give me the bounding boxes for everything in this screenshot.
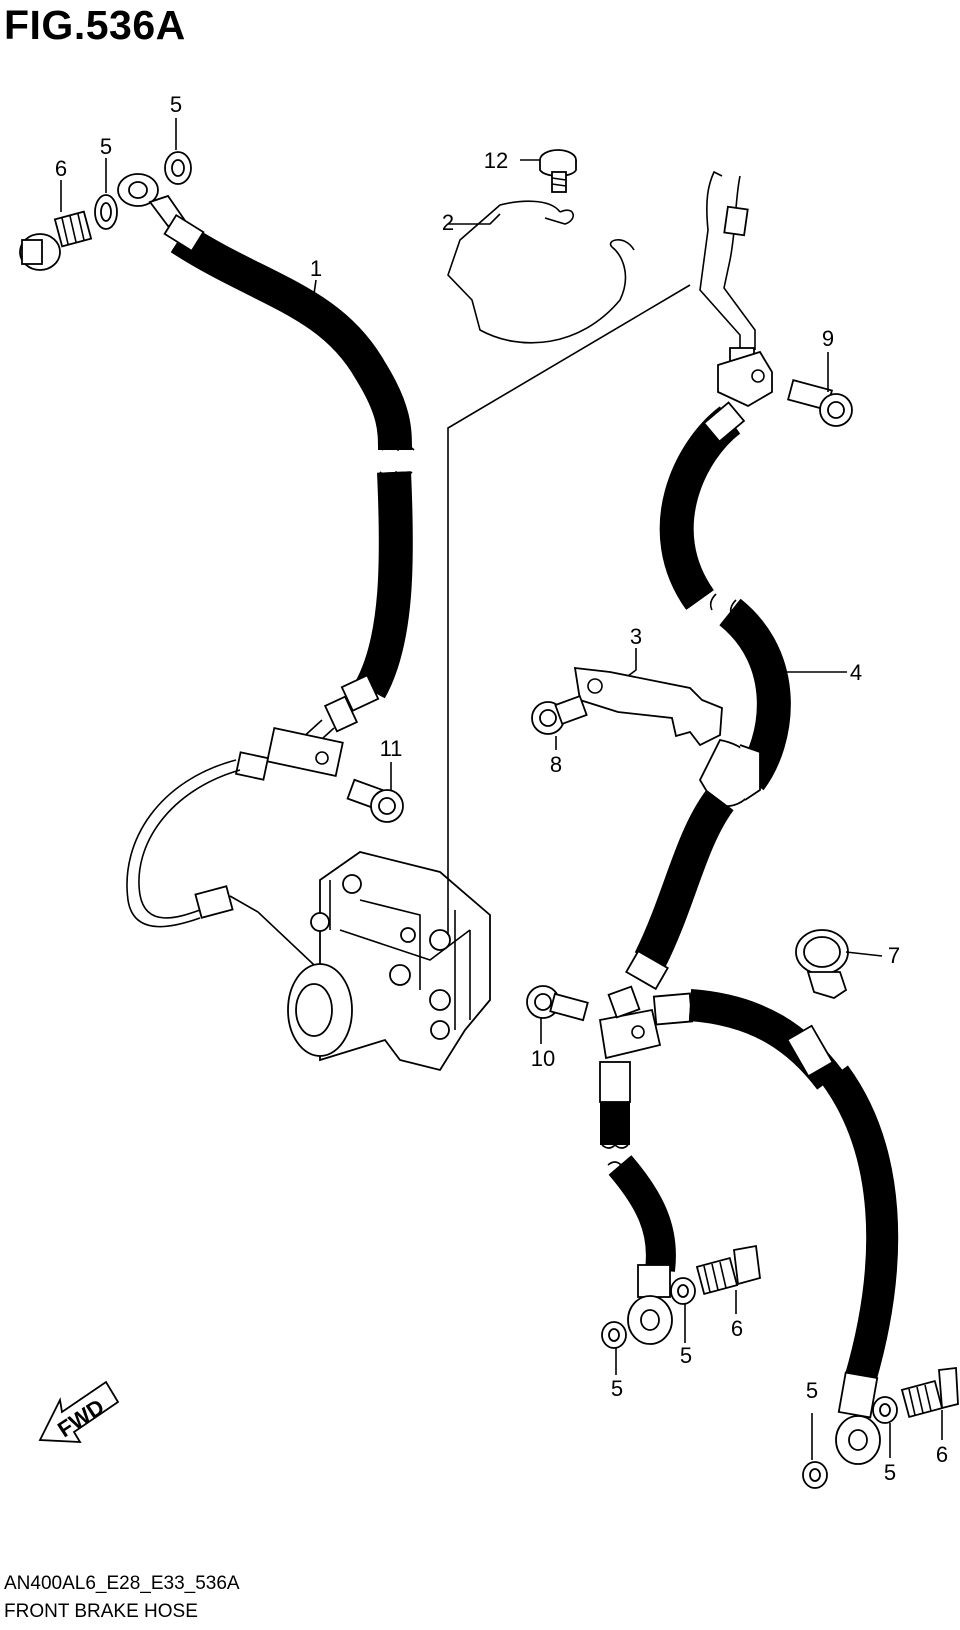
washer-5c [670, 1277, 696, 1305]
washer-5e [872, 1396, 898, 1424]
callout-8: 8 [550, 752, 562, 777]
clip-7 [795, 929, 849, 999]
callout-2: 2 [442, 210, 454, 235]
bracket-3 [573, 666, 723, 747]
washer-5a [94, 194, 118, 230]
callout-12: 12 [484, 148, 508, 173]
callout-5-top-right: 5 [170, 92, 182, 117]
washer-5b [164, 151, 192, 185]
union-bolt-6c [900, 1366, 959, 1419]
bolt-8 [531, 695, 588, 735]
callout-10: 10 [531, 1046, 555, 1071]
callout-5-bottom-right: 5 [884, 1460, 896, 1485]
callout-1: 1 [310, 256, 322, 281]
callout-5-bottom-left: 5 [806, 1378, 818, 1403]
callout-5-top-left: 5 [100, 134, 112, 159]
bolt-12 [539, 149, 577, 193]
bolt-11 [346, 778, 404, 823]
footer-name: FRONT BRAKE HOSE [4, 1601, 198, 1622]
washer-5f [802, 1461, 828, 1489]
bolt-9 [786, 379, 853, 427]
callout-4: 4 [850, 660, 862, 685]
union-bolt-6a [19, 210, 93, 271]
footer-code: AN400AL6_E28_E33_536A [4, 1573, 240, 1594]
union-bolt-6b [695, 1244, 761, 1296]
fwd-arrow-icon: FWD [38, 1380, 120, 1443]
callout-3: 3 [630, 624, 642, 649]
callout-6-top: 6 [55, 156, 67, 181]
callout-7: 7 [888, 943, 900, 968]
clamp-2 [447, 200, 635, 344]
hose-4 [598, 170, 899, 1465]
abs-unit [287, 851, 491, 1072]
callout-11: 11 [380, 736, 403, 761]
callout-6-lower-mid: 6 [731, 1316, 743, 1341]
callout-leaders [60, 118, 943, 1460]
washer-5d [601, 1321, 627, 1349]
callout-6-bottom-right: 6 [936, 1442, 948, 1467]
bolt-10 [526, 985, 589, 1022]
callout-5-lower-mid: 5 [680, 1343, 692, 1368]
hose-1 [117, 173, 415, 749]
callout-5-lower-left: 5 [611, 1376, 623, 1401]
figure-title: FIG.536A [4, 2, 186, 48]
leader-pipe-to-abs [447, 284, 691, 935]
callout-9: 9 [822, 326, 834, 351]
